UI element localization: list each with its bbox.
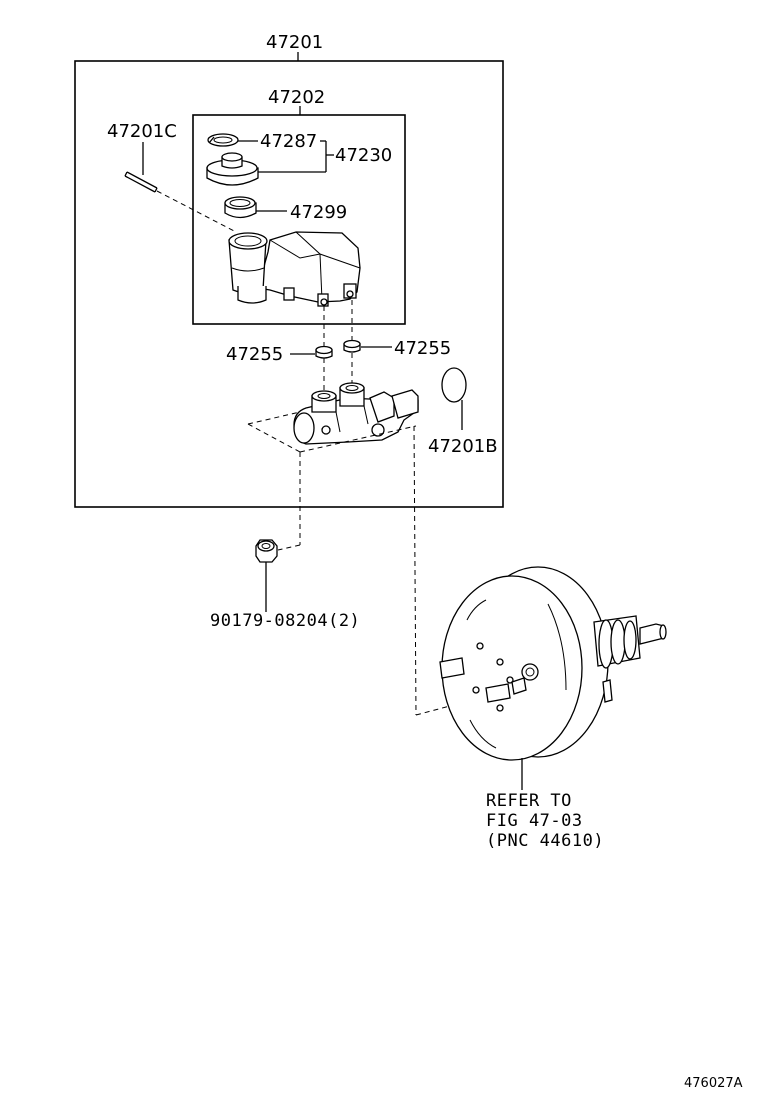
label-47201B: 47201B <box>428 436 498 457</box>
reservoir-cap-part <box>206 152 259 186</box>
refer-line-3: (PNC 44610) <box>486 831 604 851</box>
master-cylinder-part <box>293 382 419 445</box>
refer-line-2: FIG 47-03 <box>486 811 583 831</box>
brake-booster-part <box>439 566 667 761</box>
label-47201C: 47201C <box>107 121 177 142</box>
label-47255-left: 47255 <box>226 344 283 365</box>
nut-part <box>255 539 278 563</box>
nut-dashline <box>277 544 301 551</box>
oring-part <box>441 367 467 403</box>
booster-dashline-vert <box>413 425 417 716</box>
label-47201: 47201 <box>266 32 323 53</box>
cap-ring-part <box>207 133 239 147</box>
master-cylinder-mount-outline <box>247 411 417 453</box>
label-47299: 47299 <box>290 202 347 223</box>
label-47255-right: 47255 <box>394 338 451 359</box>
strainer-part <box>224 196 257 219</box>
reservoir-frame <box>192 114 406 325</box>
reservoir-tank-part <box>228 231 361 307</box>
label-90179-08204: 90179-08204(2) <box>210 611 360 631</box>
label-47230: 47230 <box>335 145 392 166</box>
grommet-right-part <box>343 339 361 353</box>
refer-line-1: REFER TO <box>486 791 572 811</box>
label-47287: 47287 <box>260 131 317 152</box>
pin-part <box>124 171 158 193</box>
pin-dashline <box>156 190 237 233</box>
grommet-left-part <box>315 345 333 359</box>
assembly-frame <box>74 60 504 508</box>
label-47202: 47202 <box>268 87 325 108</box>
figure-id: 476027A <box>684 1076 743 1091</box>
